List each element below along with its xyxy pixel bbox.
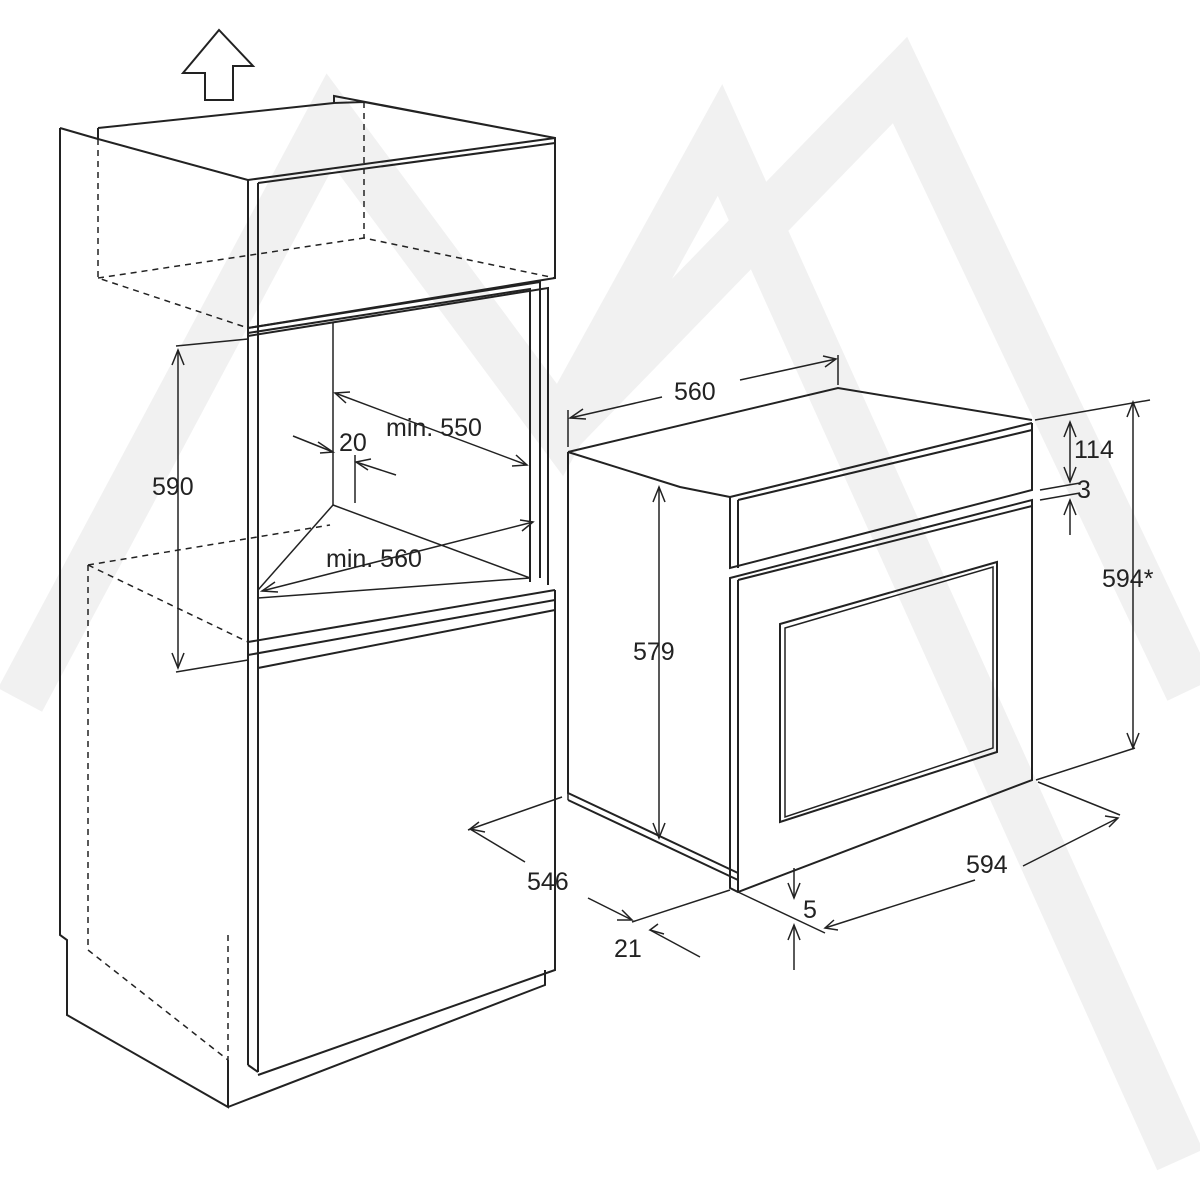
label-cabinet-gap: 20 <box>339 429 367 457</box>
label-cabinet-depth-min: min. 550 <box>386 414 482 442</box>
label-oven-door-depth: 21 <box>614 935 642 963</box>
background-watermark <box>0 36 1200 1171</box>
label-oven-body-height: 579 <box>633 638 675 666</box>
label-oven-width: 594 <box>966 851 1008 879</box>
label-oven-gap: 3 <box>1077 476 1091 504</box>
label-oven-depth-top: 560 <box>674 378 716 406</box>
cabinet-dimensions <box>171 338 535 673</box>
label-oven-panel-height: 114 <box>1074 436 1114 464</box>
oven-drawing <box>567 386 1033 894</box>
label-oven-depth-bottom: 546 <box>527 868 569 896</box>
label-cabinet-height: 590 <box>152 473 194 501</box>
oven-dimensions <box>467 355 1151 970</box>
cabinet-drawing <box>59 94 556 1109</box>
label-oven-total-height: 594* <box>1102 565 1154 593</box>
up-arrow-icon <box>180 28 256 101</box>
label-cabinet-width-min: min. 560 <box>326 545 422 573</box>
label-oven-bottom-offset: 5 <box>803 896 817 924</box>
